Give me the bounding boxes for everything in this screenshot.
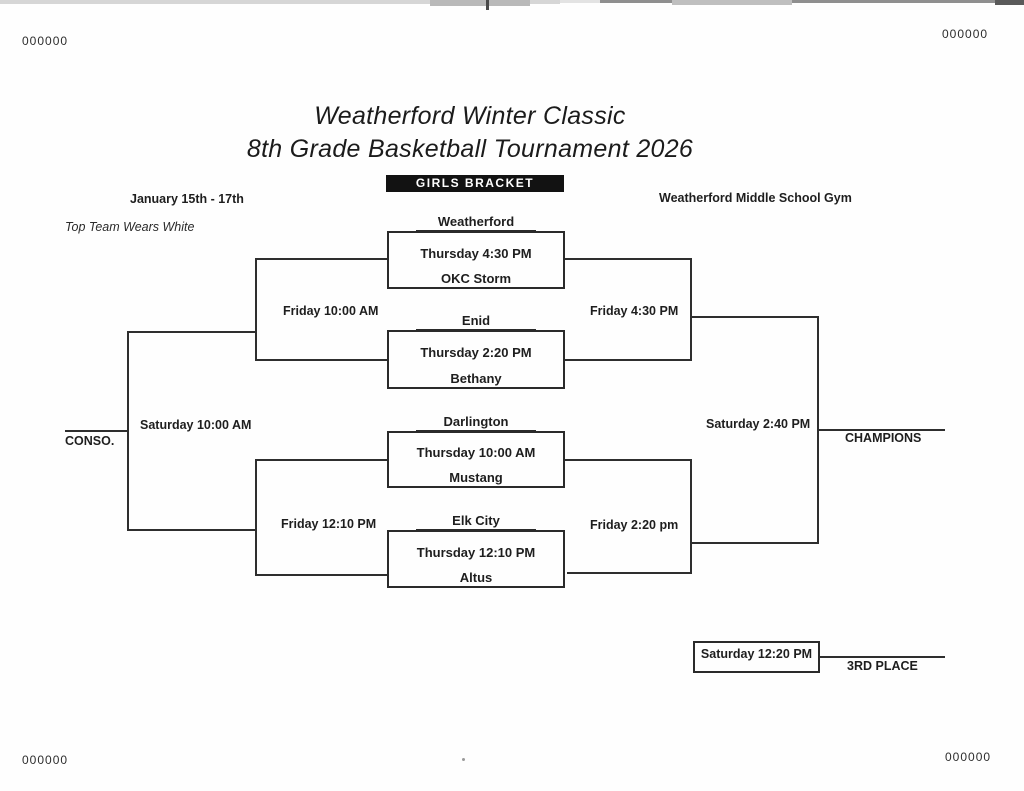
champions-result-label: CHAMPIONS [845, 431, 922, 445]
connector-line [690, 459, 692, 574]
connector-line [820, 656, 945, 658]
consolation-final-time: Saturday 10:00 AM [140, 418, 252, 432]
game-time: Thursday 2:20 PM [420, 345, 532, 360]
team-name: Bethany [389, 370, 563, 389]
title-line-2: 8th Grade Basketball Tournament 2026 [246, 135, 694, 163]
game-time: Thursday 4:30 PM [420, 245, 532, 261]
connector-line [565, 359, 690, 361]
scan-artifact [0, 0, 560, 4]
title-line-1: Weatherford Winter Classic [314, 102, 626, 130]
third-place-result-label: 3RD PLACE [847, 659, 918, 673]
team-name: Elk City [389, 512, 563, 531]
championship-final-time: Saturday 2:40 PM [706, 417, 811, 431]
connector-line [690, 542, 819, 544]
connector-line [127, 331, 257, 333]
team-name: Altus [389, 569, 563, 588]
scan-artifact [600, 0, 1024, 3]
consolation-result-label: CONSO. [65, 434, 115, 448]
connector-line [690, 316, 819, 318]
connector-line [817, 429, 945, 431]
connector-line [255, 258, 387, 260]
connector-line [255, 459, 387, 461]
connector-line [255, 359, 387, 361]
team-name: Weatherford [389, 213, 563, 232]
tournament-dates: January 15th - 17th [130, 192, 244, 206]
scan-artifact [462, 758, 465, 761]
third-place-time: Saturday 12:20 PM [700, 647, 813, 661]
connector-line [255, 574, 387, 576]
connector-line [127, 529, 257, 531]
game-time: Thursday 12:10 PM [416, 544, 536, 560]
scan-artifact [430, 0, 530, 6]
left-semifinal-top-time: Friday 10:00 AM [283, 304, 379, 318]
registration-mark-bottom-right: 000000 [945, 750, 992, 764]
connector-line [65, 430, 127, 432]
game-box-2: Enid Thursday 2:20 PM Bethany [387, 313, 565, 389]
connector-line [690, 258, 692, 361]
girls-bracket-banner: GIRLS BRACKET [386, 175, 564, 192]
scan-artifact [486, 0, 489, 10]
right-semifinal-top-time: Friday 4:30 PM [590, 304, 679, 318]
team-name: OKC Storm [389, 270, 563, 289]
venue-label: Weatherford Middle School Gym [659, 191, 852, 205]
connector-line [567, 572, 690, 574]
team-name: Mustang [389, 469, 563, 488]
game-box-4: Elk City Thursday 12:10 PM Altus [387, 513, 565, 588]
team-name: Enid [389, 312, 563, 331]
registration-mark-top-right: 000000 [942, 27, 989, 41]
scan-artifact [672, 0, 792, 5]
left-semifinal-bottom-time: Friday 12:10 PM [281, 517, 377, 531]
connector-line [255, 258, 257, 361]
connector-line [255, 459, 257, 576]
right-semifinal-bottom-time: Friday 2:20 pm [590, 518, 679, 532]
uniform-note: Top Team Wears White [65, 220, 195, 234]
registration-mark-top-left: 000000 [22, 34, 69, 48]
connector-line [565, 258, 690, 260]
game-time: Thursday 10:00 AM [416, 445, 536, 460]
third-place-game-box: Saturday 12:20 PM [693, 641, 820, 673]
page-title: Weatherford Winter Classic 8th Grade Bas… [0, 100, 940, 166]
team-name: Darlington [389, 413, 563, 432]
connector-line [565, 459, 690, 461]
scan-artifact [995, 0, 1024, 5]
registration-mark-bottom-left: 000000 [22, 753, 69, 767]
game-box-3: Darlington Thursday 10:00 AM Mustang [387, 414, 565, 488]
connector-line [127, 331, 129, 531]
game-box-1: Weatherford Thursday 4:30 PM OKC Storm [387, 214, 565, 289]
